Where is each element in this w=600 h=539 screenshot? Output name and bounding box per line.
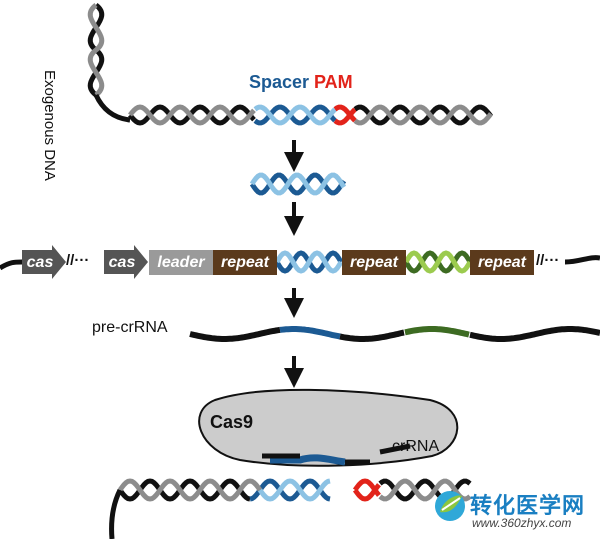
cas-gene-label-2: cas: [108, 254, 136, 271]
target-dna-right-strand: [352, 478, 381, 497]
pre-crrna-segment: [404, 326, 470, 338]
locus-backbone-right: [564, 255, 600, 265]
target-dna-left-strand: [117, 478, 251, 502]
cas9-protein: [198, 388, 459, 467]
pre-crrna-segment: [339, 329, 405, 342]
exogenous-dna-strand: [353, 104, 493, 126]
cas-gene-arrow-1: [22, 245, 66, 279]
exogenous-dna-strand: [333, 104, 357, 123]
watermark-logo: [432, 488, 468, 524]
crrna-label: crRNA: [392, 438, 440, 455]
target-dna-helix: [109, 478, 472, 539]
old-spacer-green-strand: [403, 250, 473, 274]
pre-crrna-segment: [469, 326, 600, 342]
locus-break-1: //···: [66, 252, 90, 269]
exogenous-dna-strand: [253, 104, 337, 126]
pre-crrna-segment: [279, 326, 341, 340]
pam-label: PAM: [314, 72, 353, 92]
target-dna-right-strand: [378, 478, 472, 502]
spacer-fragment-strand: [249, 172, 347, 196]
cas-gene-arrow-2: [104, 245, 148, 279]
watermark-url: www.360zhyx.com: [472, 516, 572, 530]
spacer-label: Spacer: [249, 72, 310, 92]
target-dna-left-strand: [117, 478, 263, 502]
exogenous-dna-helix: [87, 3, 493, 126]
target-dna-tail: [109, 488, 123, 539]
exogenous-dna-strand: [353, 104, 493, 126]
new-spacer-blue-strand: [274, 250, 344, 274]
watermark-name: 转化医学网: [470, 493, 586, 518]
exogenous-dna-strand: [253, 104, 337, 126]
exogenous-dna-strand: [128, 104, 256, 126]
repeat-2: repeat: [342, 250, 406, 275]
locus-break-2: //···: [536, 252, 560, 269]
repeat-3: repeat: [470, 250, 534, 275]
cas-gene-label-1: cas: [26, 254, 54, 271]
excised-spacer-fragment: [249, 172, 347, 196]
pre-crrna-transcript: [189, 326, 600, 342]
repeat-1: repeat: [213, 250, 277, 275]
exogenous-dna-label: Exogenous DNA: [41, 70, 58, 181]
crrna-bound: [270, 454, 346, 466]
target-dna-left-strand: [257, 478, 331, 502]
exogenous-dna-strand: [333, 107, 357, 126]
pre-crrna-label: pre-crRNA: [92, 319, 168, 336]
leaf-logo-icon: [435, 491, 465, 521]
locus-backbone-left: [0, 259, 23, 271]
spacer-fragment-strand: [249, 172, 347, 196]
cas9-label: Cas9: [210, 412, 254, 432]
target-dna-left-strand: [249, 478, 331, 502]
pre-crrna-segment: [189, 326, 281, 342]
crrna-tail: [262, 443, 411, 465]
leader-region: leader: [149, 250, 213, 275]
